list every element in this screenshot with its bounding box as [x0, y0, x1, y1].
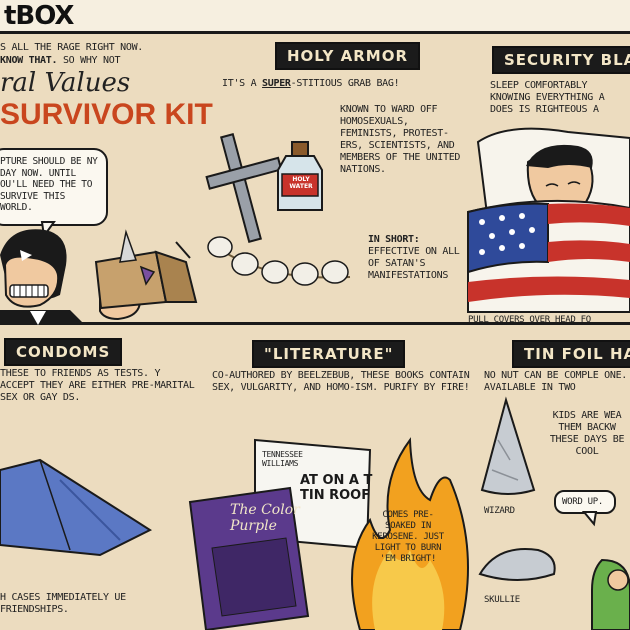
literature-header: "LITERATURE" [252, 340, 406, 368]
in-short-text: EFFECTIVE ON ALL OF SATAN'S MANIFESTATIO… [368, 246, 460, 281]
skullie-hat-icon [478, 548, 556, 581]
intro-line-2-prefix: KNOW THAT. [0, 55, 58, 66]
condoms-footer: H CASES IMMEDIATELY UE FRIENDSHIPS. [0, 592, 126, 615]
book-color-purple [188, 486, 310, 630]
condoms-header: CONDOMS [4, 338, 123, 366]
holy-armor-tagline-prefix: IT'S A [222, 78, 263, 89]
security-blanket-text: SLEEP COMFORTABLY KNOWING EVERYTHING A D… [490, 80, 605, 115]
tin-foil-hat-text: NO NUT CAN BE COMPLE ONE. AVAILABLE IN T… [484, 370, 628, 393]
skullie-label: SKULLIE [484, 595, 520, 605]
grab-bag [94, 229, 198, 310]
intro-line-2: KNOW THAT. SO WHY NOT [0, 55, 220, 67]
holy-water-label: HOLY WATER [289, 176, 313, 190]
holy-armor-tagline: IT'S A SUPER-STITIOUS GRAB BAG! [222, 78, 472, 90]
book1-title: AT ON A T TIN ROOF [300, 473, 373, 503]
garlic-chain-icon [207, 236, 351, 286]
sleeping-man-flag-blanket [467, 127, 630, 313]
wizard-label: WIZARD [484, 506, 515, 516]
word-up-bubble-tail [581, 511, 598, 527]
holy-armor-tagline-suffix: -STITIOUS GRAB BAG! [290, 78, 400, 89]
intro-speech-bubble: PTURE SHOULD BE NY DAY NOW. UNTIL OU'LL … [0, 148, 108, 226]
intro-line-1: S ALL THE RAGE RIGHT NOW. [0, 42, 144, 53]
intro-cursive-title: ral Values [0, 68, 131, 98]
security-blanket-header: SECURITY BLA [492, 46, 630, 74]
literature-text: CO-AUTHORED BY BEELZEBUB, THESE BOOKS CO… [212, 370, 470, 393]
holy-armor-description: KNOWN TO WARD OFF HOMOSEXUALS, FEMINISTS… [340, 104, 461, 175]
masthead: tBOX [0, 0, 630, 34]
condom-tent-icon [0, 458, 153, 557]
holy-armor-header: HOLY ARMOR [275, 42, 420, 70]
kid-character [591, 558, 630, 630]
word-up-bubble: WORD UP. [554, 490, 616, 514]
holy-armor-in-short: IN SHORT: EFFECTIVE ON ALL OF SATAN'S MA… [368, 234, 468, 282]
book1-author: TENNESSEE WILLIAMS [262, 450, 303, 468]
tin-foil-hat-header: TIN FOIL HA [512, 340, 630, 368]
security-blanket-caption: PULL COVERS OVER HEAD FO [468, 315, 591, 325]
in-short-label: IN SHORT: [368, 234, 420, 245]
book2-title: The Color Purple [230, 502, 300, 534]
kit-title: SURVIVOR KIT [0, 98, 213, 131]
row-divider [0, 322, 630, 325]
holy-armor-tagline-emphasis: SUPER [262, 78, 291, 89]
cross-icon [205, 133, 283, 243]
tin-foil-kids-text: KIDS ARE WEA THEM BACKW THESE DAYS BE CO… [549, 410, 625, 457]
condoms-text: THESE TO FRIENDS AS TESTS. Y ACCEPT THEY… [0, 368, 195, 403]
intro-line-2-suffix: SO WHY NOT [62, 55, 121, 66]
wizard-hat-icon [480, 396, 536, 495]
holy-water-bottle-icon [277, 141, 323, 211]
fire-icon [351, 437, 469, 630]
masthead-title: tBOX [4, 1, 74, 31]
man-character [0, 229, 142, 325]
fire-text: COMES PRE-SOAKED IN KEROSENE. JUST LIGHT… [372, 510, 444, 564]
